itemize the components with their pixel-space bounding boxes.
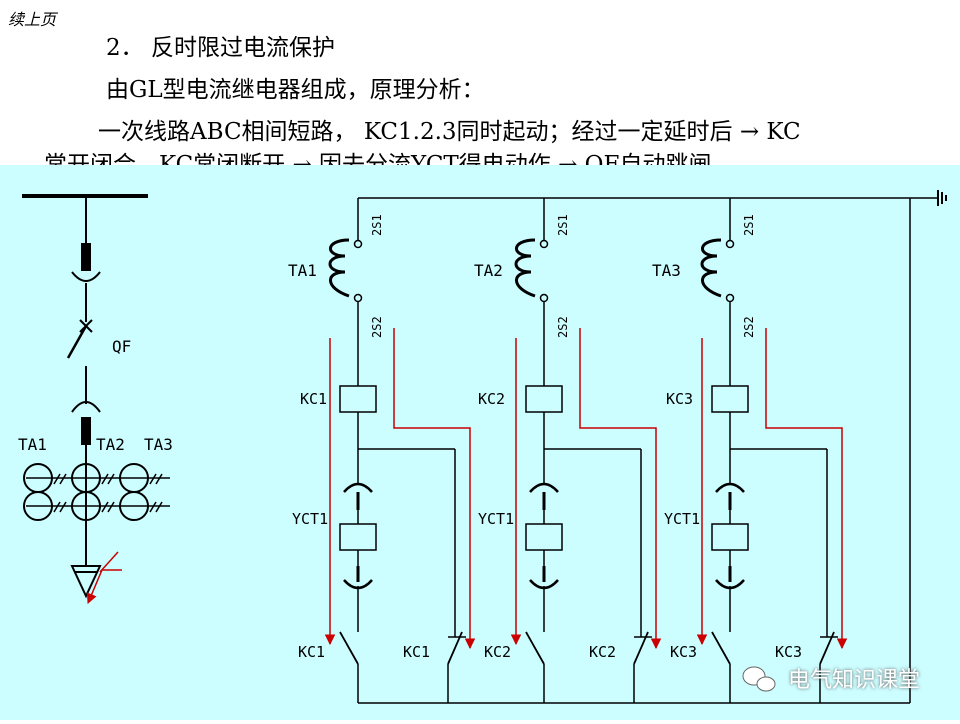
ta1-label: TA1 xyxy=(288,261,317,280)
kc-no-contact xyxy=(711,631,731,665)
terminal-2s2-label-3: 2S2 xyxy=(742,316,756,338)
qf-switch-blade xyxy=(66,325,88,359)
terminal-s2 xyxy=(353,293,363,303)
yct-label-1: YCT1 xyxy=(292,510,328,528)
continued-label: 续上页 xyxy=(8,10,57,29)
left-ta1-label: TA1 xyxy=(18,435,47,454)
left-ta3-label: TA3 xyxy=(144,435,173,454)
kc1-nc-label: KC1 xyxy=(403,643,430,661)
ct-secondary-coil xyxy=(514,238,536,298)
kc3-nc-label: KC3 xyxy=(775,643,802,661)
wechat-icon xyxy=(742,666,776,692)
kc2-nc-label: KC2 xyxy=(589,643,616,661)
terminal-2s2-label-2: 2S2 xyxy=(556,316,570,338)
yct-upper-arc xyxy=(529,482,559,493)
yct-upper-arc xyxy=(715,482,745,493)
ct-hash-lower xyxy=(53,501,163,513)
yct-coil xyxy=(711,523,749,551)
watermark-text: 电气知识课堂 xyxy=(788,668,921,693)
text-area: 续上页 2． 反时限过电流保护 由GL型电流继电器组成，原理分析： 一次线路AB… xyxy=(0,0,960,178)
phase-branch-3 xyxy=(696,198,848,703)
qf-label: QF xyxy=(112,337,131,356)
isolator-contact-top xyxy=(81,243,91,271)
ct-secondary-coil xyxy=(328,238,350,298)
yct-label-3: YCT1 xyxy=(664,510,700,528)
terminal-2s2-label-1: 2S2 xyxy=(370,316,384,338)
kc3-no-label: KC3 xyxy=(670,643,697,661)
terminal-2s1-label-1: 2S1 xyxy=(370,214,384,236)
kc-no-contact xyxy=(339,631,359,665)
kc-nc-contact xyxy=(819,631,835,665)
phase-branch-1 xyxy=(324,198,476,703)
yct-upper-arc xyxy=(343,482,373,493)
kc3-coil-label: KC3 xyxy=(666,390,693,408)
kc-nc-contact xyxy=(447,631,463,665)
terminal-s2 xyxy=(539,293,549,303)
terminal-2s1-label-2: 2S1 xyxy=(556,214,570,236)
terminal-s1 xyxy=(725,239,735,249)
ta3-label: TA3 xyxy=(652,261,681,280)
yct-coil xyxy=(339,523,377,551)
current-arrow-shunt xyxy=(579,328,662,650)
section-title: 2． 反时限过电流保护 xyxy=(106,35,335,61)
isolator-arc-bottom xyxy=(71,401,101,413)
terminal-s1 xyxy=(353,239,363,249)
phase-branch-2 xyxy=(510,198,662,703)
kc-coil xyxy=(525,385,563,413)
isolator-contact-bottom xyxy=(81,417,91,445)
yct-label-2: YCT1 xyxy=(478,510,514,528)
kc2-no-label: KC2 xyxy=(484,643,511,661)
yct-coil xyxy=(525,523,563,551)
load-triangle xyxy=(70,565,102,599)
kc-no-contact xyxy=(525,631,545,665)
ct-secondary-coil xyxy=(700,238,722,298)
single-line-diagram xyxy=(22,194,170,599)
kc1-no-label: KC1 xyxy=(298,643,325,661)
current-arrow-shunt xyxy=(765,328,848,650)
terminal-s2 xyxy=(725,293,735,303)
kc-coil xyxy=(339,385,377,413)
ta2-label: TA2 xyxy=(474,261,503,280)
kc2-coil-label: KC2 xyxy=(478,390,505,408)
ct-hash-upper xyxy=(53,473,163,485)
kc1-coil-label: KC1 xyxy=(300,390,327,408)
fault-arrow-tail xyxy=(99,551,119,573)
isolator-arc-top xyxy=(71,271,101,282)
analysis-line-1: 一次线路ABC相间短路， KC1.2.3同时起动；经过一定延时后 → KC xyxy=(98,119,801,145)
current-arrow-shunt xyxy=(393,328,476,650)
kc-coil xyxy=(711,385,749,413)
terminal-s1 xyxy=(539,239,549,249)
circuit-svg: QF TA1 TA2 TA3 xyxy=(18,190,947,704)
left-ta2-label: TA2 xyxy=(96,435,125,454)
kc-nc-contact xyxy=(633,631,649,665)
fault-arrow xyxy=(86,569,122,604)
subtitle: 由GL型电流继电器组成，原理分析： xyxy=(106,77,485,103)
terminal-2s1-label-3: 2S1 xyxy=(742,214,756,236)
circuit-diagram: QF TA1 TA2 TA3 xyxy=(0,165,960,720)
